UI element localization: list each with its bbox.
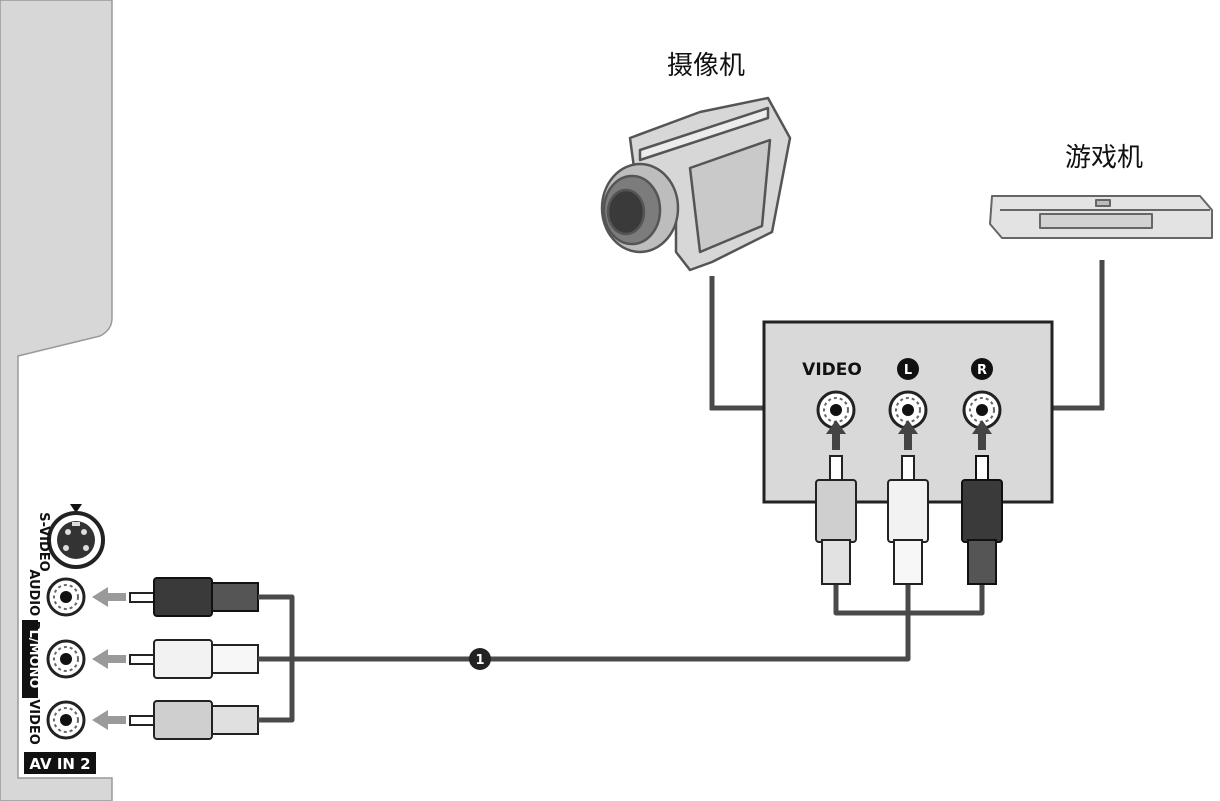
left-jack-badge: L bbox=[897, 358, 919, 380]
cable-callout: 1 bbox=[469, 648, 491, 670]
box-video-jack[interactable] bbox=[816, 390, 856, 430]
game-console-label: 游戏机 bbox=[1065, 143, 1143, 173]
box-plug-red[interactable] bbox=[961, 455, 1003, 585]
svideo-port[interactable] bbox=[47, 504, 105, 569]
av-in-label: AV IN 2 bbox=[29, 755, 90, 773]
camcorder-label: 摄像机 bbox=[667, 51, 745, 81]
av-cable bbox=[258, 583, 985, 723]
box-right-jack[interactable] bbox=[962, 390, 1002, 430]
right-jack-badge: R bbox=[971, 358, 993, 380]
box-plug-yellow[interactable] bbox=[815, 455, 857, 585]
svideo-label: S-VIDEO bbox=[36, 512, 51, 571]
tv-plug-white[interactable] bbox=[129, 639, 259, 679]
tv-side-panel bbox=[0, 0, 113, 801]
insert-arrows-tv bbox=[92, 587, 126, 730]
tv-audio-l-jack[interactable] bbox=[46, 639, 86, 679]
cable-number: 1 bbox=[475, 653, 484, 668]
left-jack-label: L bbox=[904, 363, 912, 378]
right-jack-label: R bbox=[977, 363, 987, 378]
game-console-icon bbox=[989, 195, 1213, 239]
insert-arrows-box bbox=[826, 420, 992, 450]
video-jack-label: VIDEO bbox=[802, 360, 862, 380]
tv-audio-r-label: AUDIO R bbox=[26, 569, 41, 630]
tv-video-jack[interactable] bbox=[46, 700, 86, 740]
tv-video-label: VIDEO bbox=[26, 699, 41, 745]
tv-audio-r-jack[interactable] bbox=[46, 577, 86, 617]
camcorder-icon bbox=[600, 96, 792, 272]
tv-audio-l-label-bg bbox=[22, 620, 38, 698]
tv-plug-yellow[interactable] bbox=[129, 700, 259, 740]
tv-plug-red[interactable] bbox=[129, 577, 259, 617]
av-in-badge bbox=[24, 752, 96, 774]
tv-audio-l-label: L/MONO bbox=[26, 630, 41, 689]
box-plug-white[interactable] bbox=[887, 455, 929, 585]
